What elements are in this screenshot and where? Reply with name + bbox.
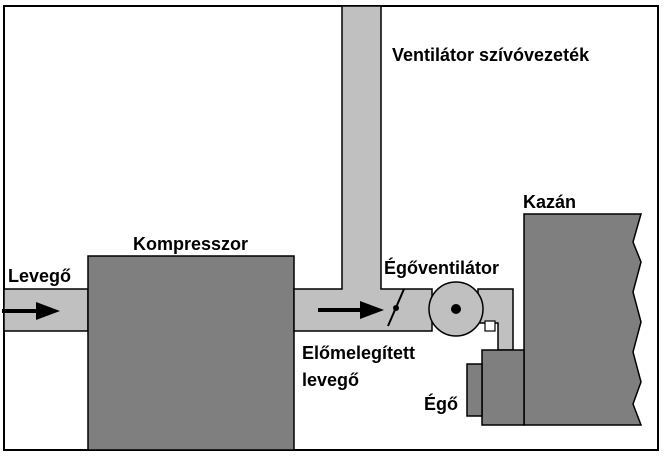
- fan-intake-label: Ventilátor szívóvezeték: [392, 45, 590, 65]
- fan-outlet-duct: [477, 288, 514, 351]
- fan-hub: [451, 304, 461, 314]
- outlet-flow-right-arrow-icon: [318, 301, 384, 319]
- preheated-air-label-line1: Előmelegített: [302, 343, 415, 363]
- burner-body: [481, 349, 525, 426]
- inlet-flow-right-arrow-icon: [2, 302, 60, 320]
- air-label: Levegő: [8, 266, 71, 286]
- compressor-block: [87, 255, 295, 451]
- duct-flange: [484, 320, 496, 332]
- boiler-label: Kazán: [523, 192, 576, 212]
- fan-intake-duct: [293, 5, 433, 332]
- burner-nozzle: [466, 363, 483, 417]
- duct-joint-fill: [343, 288, 380, 291]
- outer-frame: [3, 5, 659, 451]
- preheated-air-label-line2: levegő: [302, 370, 359, 390]
- boiler-block: [523, 213, 643, 426]
- burner-fan-label: Égőventilátor: [384, 257, 499, 278]
- burner-label: Égő: [424, 393, 458, 414]
- compressor-label: Kompresszor: [133, 234, 248, 254]
- damper-pivot: [393, 305, 399, 311]
